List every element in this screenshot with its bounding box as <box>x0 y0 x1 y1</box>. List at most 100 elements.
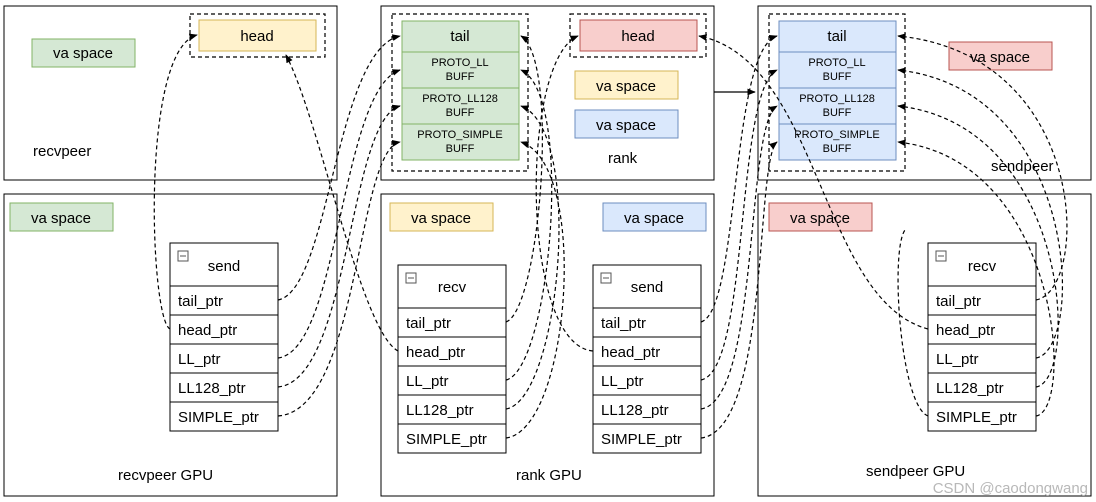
rank-ll128-buff-line2: BUFF <box>446 107 475 119</box>
sendpeer-recv-field: tail_ptr <box>936 293 981 310</box>
recvpeer-send-field: tail_ptr <box>178 293 223 310</box>
connector <box>897 103 1059 388</box>
sendpeer-simple-buff-box <box>778 123 897 161</box>
connector <box>698 34 929 330</box>
connector <box>277 34 401 301</box>
rank-recv-field: tail_ptr <box>406 315 451 332</box>
sendpeer-gpu-va-space-box <box>768 202 873 232</box>
connector <box>897 33 1068 301</box>
rank-va-space-yellow: va space <box>596 78 656 95</box>
rank-send-title: send <box>631 279 664 296</box>
rank-gpu-va-space-blue: va space <box>624 210 684 227</box>
sendpeer-simple-buff-line2: BUFF <box>823 143 852 155</box>
connector <box>897 229 929 417</box>
rank-ll-buff-line2: BUFF <box>446 71 475 83</box>
rank-send-struct: send tail_ptr head_ptr LL_ptr LL128_ptr … <box>592 264 702 454</box>
rank-recv-field: LL128_ptr <box>406 402 474 419</box>
sendpeer-simple-buff-line1: PROTO_SIMPLE <box>794 129 879 141</box>
pointer-connectors <box>153 33 1068 439</box>
rank-head: head <box>621 28 654 45</box>
recvpeer-head-box <box>198 19 317 52</box>
connector <box>700 69 778 381</box>
recvpeer-send-struct: send tail_ptr head_ptr LL_ptr LL128_ptr … <box>169 242 279 432</box>
connector <box>700 105 778 410</box>
rank-ll-buff-line1: PROTO_LL <box>431 57 488 69</box>
recvpeer-head: head <box>240 28 273 45</box>
rank-send-field: LL128_ptr <box>601 402 669 419</box>
rank-recv-title: recv <box>438 279 467 296</box>
sendpeer-gpu-va-space: va space <box>790 210 850 227</box>
rank-recv-field: LL_ptr <box>406 373 449 390</box>
rank-recv-field: head_ptr <box>406 344 465 361</box>
rank-simple-buff-line2: BUFF <box>446 143 475 155</box>
connector <box>700 34 778 323</box>
recvpeer-va-space-box <box>31 38 136 68</box>
rank-simple-buff-line1: PROTO_SIMPLE <box>417 129 502 141</box>
sendpeer-ll128-buff-line1: PROTO_LL128 <box>799 93 875 105</box>
recvpeer-send-field: SIMPLE_ptr <box>178 409 259 426</box>
connector <box>700 141 778 439</box>
recvpeer-send-field: LL128_ptr <box>178 380 246 397</box>
connector <box>505 35 543 323</box>
rank-buffers-group <box>391 13 529 172</box>
recvpeer-send-title: send <box>208 258 241 275</box>
recvpeer-va-space: va space <box>53 45 113 62</box>
rank-tail-box <box>401 20 520 53</box>
sendpeer-gpu-label: sendpeer GPU <box>866 463 965 480</box>
sendpeer-recv-field: head_ptr <box>936 322 995 339</box>
sendpeer-ll128-buff-box <box>778 87 897 125</box>
connector <box>153 33 198 330</box>
sendpeer-tail: tail <box>827 28 846 45</box>
rank-tail: tail <box>450 28 469 45</box>
rank-va-space-yellow-box <box>574 70 679 100</box>
connector <box>505 69 553 381</box>
rank-gpu-va-space-yellow: va space <box>411 210 471 227</box>
sendpeer-tail-box <box>778 20 897 53</box>
recvpeer-gpu-label: recvpeer GPU <box>118 467 213 484</box>
rank-label: rank <box>608 150 638 167</box>
rank-gpu-va-space-blue-box <box>602 202 707 232</box>
sendpeer-recv-field: SIMPLE_ptr <box>936 409 1017 426</box>
rank-send-field: tail_ptr <box>601 315 646 332</box>
sendpeer-recv-field: LL_ptr <box>936 351 979 368</box>
rank-recv-struct: recv tail_ptr head_ptr LL_ptr LL128_ptr … <box>397 264 507 454</box>
recvpeer-gpu-va-space: va space <box>31 210 91 227</box>
recvpeer-send-field: LL_ptr <box>178 351 221 368</box>
recvpeer-send-field: head_ptr <box>178 322 237 339</box>
sendpeer-ll-buff-box <box>778 51 897 89</box>
rank-send-field: head_ptr <box>601 344 660 361</box>
sendpeer-va-space-box <box>948 41 1053 71</box>
sendpeer-label: sendpeer <box>991 158 1054 175</box>
sendpeer-va-space: va space <box>970 49 1030 66</box>
recvpeer-gpu-va-space-box <box>9 202 114 232</box>
rank-simple-buff-box <box>401 123 520 161</box>
rank-recv-field: SIMPLE_ptr <box>406 431 487 448</box>
connector <box>535 35 594 352</box>
recvpeer-head-group <box>189 13 326 58</box>
recvpeer-label: recvpeer <box>33 143 91 160</box>
rank-ll128-buff-box <box>401 87 520 125</box>
connector <box>285 54 399 352</box>
sendpeer-ll-buff-line1: PROTO_LL <box>808 57 865 69</box>
sendpeer-ll128-buff-line2: BUFF <box>823 107 852 119</box>
sendpeer-recv-struct: recv tail_ptr head_ptr LL_ptr LL128_ptr … <box>927 242 1037 432</box>
rank-ll128-buff-line1: PROTO_LL128 <box>422 93 498 105</box>
rank-gpu-label: rank GPU <box>516 467 582 484</box>
watermark: CSDN @caodongwang <box>932 480 1088 497</box>
rank-ll-buff-box <box>401 51 520 89</box>
rank-send-field: SIMPLE_ptr <box>601 431 682 448</box>
connector <box>505 141 565 439</box>
rank-send-field: LL_ptr <box>601 373 644 390</box>
sendpeer-buffers-group <box>768 13 906 172</box>
connector <box>277 104 401 388</box>
connector <box>277 140 401 417</box>
sendpeer-recv-field: LL128_ptr <box>936 380 1004 397</box>
rank-head-box <box>579 19 698 52</box>
rank-va-space-blue-box <box>574 109 679 139</box>
sendpeer-gpu-panel <box>757 193 1092 497</box>
sendpeer-ll-buff-line2: BUFF <box>823 71 852 83</box>
sendpeer-recv-title: recv <box>968 258 997 275</box>
rank-gpu-va-space-yellow-box <box>389 202 494 232</box>
rank-va-space-blue: va space <box>596 117 656 134</box>
